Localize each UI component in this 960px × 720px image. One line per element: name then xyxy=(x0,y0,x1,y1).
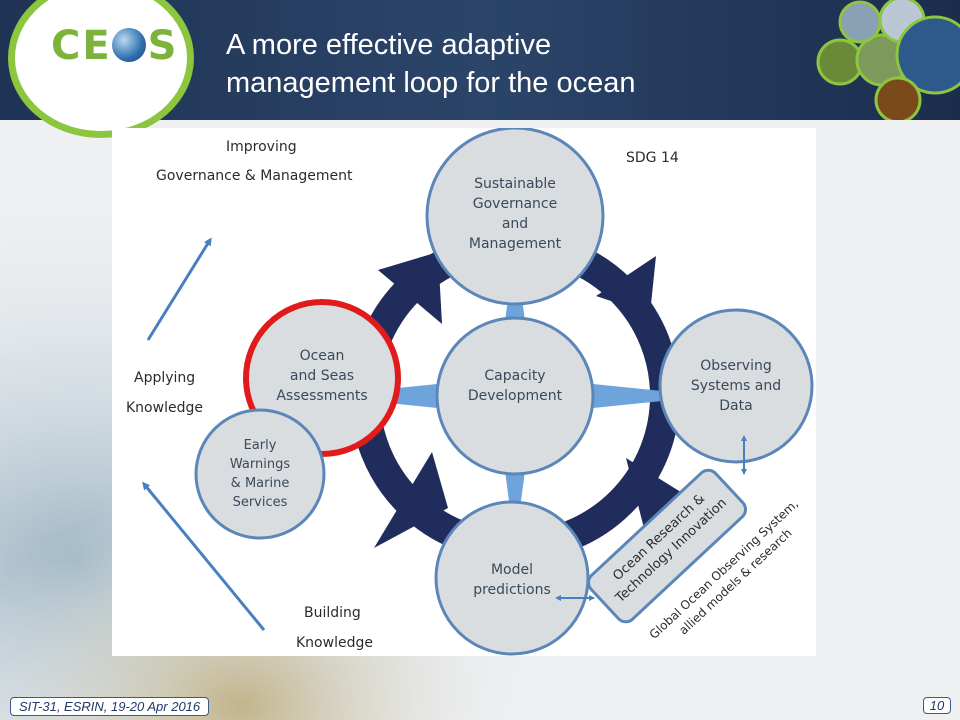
adaptive-management-diagram: Improving Governance & Management Applyi… xyxy=(112,128,816,656)
node-sustainable-circle xyxy=(425,128,605,306)
slide-title: A more effective adaptive management loo… xyxy=(226,26,636,102)
node-observing-circle xyxy=(658,308,814,464)
label-building-knowledge: Knowledge xyxy=(296,635,373,651)
diagram-graphics xyxy=(142,128,814,656)
ring-arrowhead-se xyxy=(626,458,684,536)
ring-arrowhead-nw xyxy=(378,252,442,324)
label-improving: Improving xyxy=(226,139,297,155)
node-early-circle xyxy=(194,408,326,540)
title-line-2: management loop for the ocean xyxy=(226,67,636,99)
node-early: Early Warnings & Marine Services xyxy=(229,438,291,510)
label-governance-management: Governance & Management xyxy=(156,168,353,184)
node-ocean: Ocean and Seas Assessments xyxy=(276,348,368,404)
footer-event: SIT-31, ESRIN, 19-20 Apr 2016 xyxy=(10,697,210,716)
label-applying-knowledge: Knowledge xyxy=(126,400,203,416)
slide-header: CEOS A more effective adaptive managemen… xyxy=(0,0,960,138)
node-capacity-circle xyxy=(435,316,595,476)
node-model: Model predictions xyxy=(473,562,551,598)
arrow-to-improving xyxy=(146,237,212,341)
node-observing: Observing Systems and Data xyxy=(690,358,782,414)
ring-arrowhead-sw xyxy=(374,452,448,548)
ceos-logo: CEOS xyxy=(8,0,194,138)
node-capacity: Capacity Development xyxy=(467,368,563,404)
label-applying: Applying xyxy=(134,370,196,386)
arrow-to-applying xyxy=(142,481,266,631)
label-building: Building xyxy=(304,605,361,621)
research-box xyxy=(587,468,747,624)
ring-arrowhead-ne xyxy=(596,256,656,314)
globe-icon xyxy=(112,28,146,62)
node-sustainable: Sustainable Governance and Management xyxy=(468,176,562,252)
label-sdg: SDG 14 xyxy=(626,150,679,166)
page-number: 10 xyxy=(923,697,951,714)
earth-images-decoration xyxy=(816,0,960,120)
title-line-1: A more effective adaptive xyxy=(226,29,552,61)
